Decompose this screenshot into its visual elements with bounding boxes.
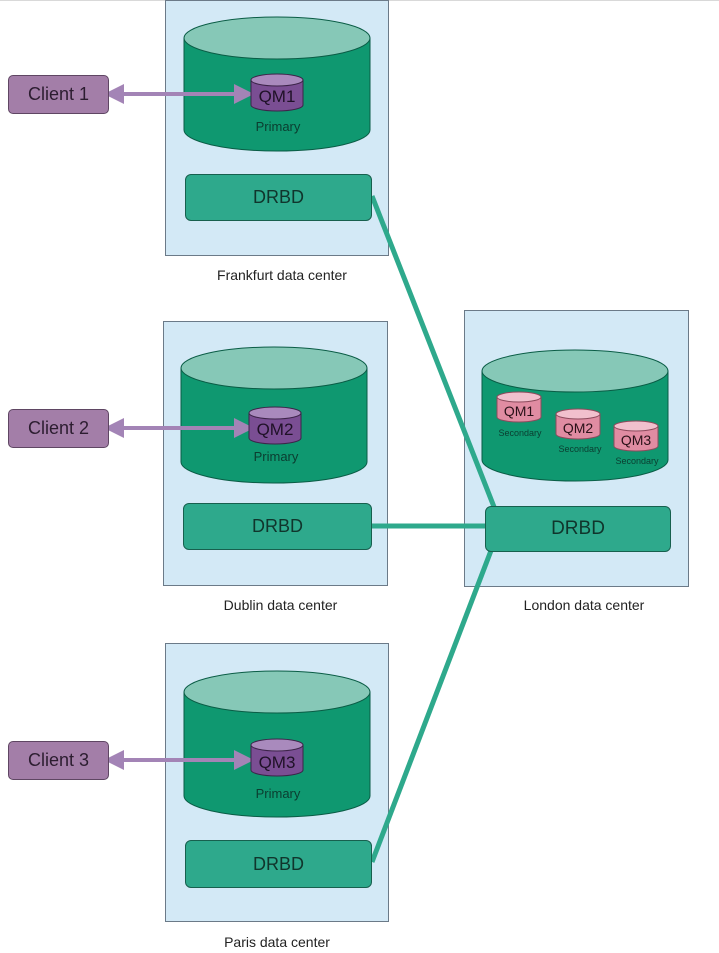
qm2-secondary-role: Secondary [558,444,602,454]
qm2-primary-queue-manager: QM2 Primary [248,406,302,464]
client-2: Client 2 [8,409,109,448]
client-3: Client 3 [8,741,109,780]
qm1-secondary-queue-manager: QM1 Secondary [496,391,542,438]
qm2-primary-role: Primary [254,449,299,464]
qm1-primary-label: QM1 [259,87,296,106]
qm3-primary-label: QM3 [259,753,296,772]
qm3-secondary-label: QM3 [621,432,652,448]
qm3-primary-queue-manager: QM3 Primary [250,738,304,801]
qm1-primary-queue-manager: QM1 Primary [250,73,304,134]
qm2-secondary-label: QM2 [563,420,594,436]
frankfurt-london-link [369,195,499,513]
paris-london-link [369,547,495,863]
paris-drbd: DRBD [185,840,372,888]
dublin-caption: Dublin data center [223,597,338,613]
qm2-secondary-queue-manager: QM2 Secondary [555,408,602,454]
paris-caption: Paris data center [224,934,330,950]
client-1: Client 1 [8,75,109,114]
london-caption: London data center [523,597,645,613]
frankfurt-drbd: DRBD [185,174,372,221]
qm3-secondary-queue-manager: QM3 Secondary [613,420,659,466]
qm1-secondary-role: Secondary [498,428,542,438]
london-drbd: DRBD [485,506,671,552]
qm3-secondary-role: Secondary [615,456,659,466]
qm1-secondary-label: QM1 [504,403,535,419]
qm3-primary-role: Primary [256,786,301,801]
replication-links [369,195,499,863]
frankfurt-caption: Frankfurt data center [217,267,347,283]
dublin-drbd: DRBD [183,503,372,550]
qm2-primary-label: QM2 [257,420,294,439]
qm1-primary-role: Primary [256,119,301,134]
